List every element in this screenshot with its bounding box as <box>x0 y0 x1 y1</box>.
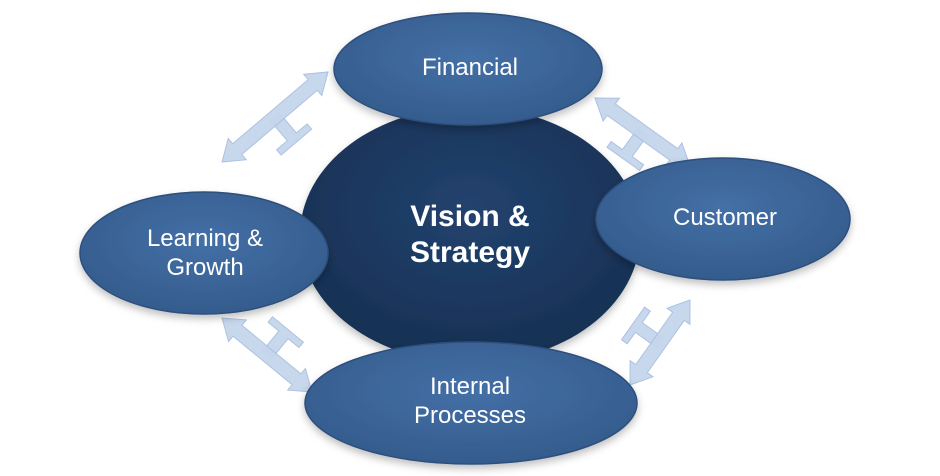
connector-tee <box>269 112 313 156</box>
center-title-line-1: Vision & <box>410 200 530 233</box>
internal-node <box>304 341 638 465</box>
double-arrow <box>221 317 313 393</box>
customer-node <box>595 157 851 281</box>
center-circle <box>300 107 640 363</box>
learning-growth-label: Learning & Growth <box>100 222 310 286</box>
connector-arrows <box>221 71 691 393</box>
connector-learning-financial <box>221 71 329 163</box>
financial-label-text: Financial <box>421 53 519 81</box>
internal-label-line-2: Processes <box>413 402 527 429</box>
double-arrow <box>594 97 691 167</box>
connector-financial-customer <box>594 97 691 172</box>
connector-tee <box>606 127 649 172</box>
connector-customer-internal <box>620 299 691 386</box>
connector-tee <box>261 316 305 360</box>
internal-processes-label: Internal Processes <box>360 370 580 434</box>
center-title: Vision & Strategy <box>370 195 570 275</box>
internal-label-line-1: Internal <box>429 373 511 401</box>
learning-label-line-2: Growth <box>166 254 244 281</box>
financial-label: Financial <box>370 50 570 86</box>
center-title-line-2: Strategy <box>409 236 531 269</box>
learning-node <box>79 191 329 315</box>
double-arrow <box>629 299 691 386</box>
financial-node <box>333 12 603 126</box>
learning-label-line-1: Learning & <box>146 225 264 253</box>
connector-internal-learning <box>221 316 313 393</box>
double-arrow <box>221 71 329 163</box>
customer-label-text: Customer <box>672 203 778 231</box>
connector-tee <box>620 306 665 349</box>
customer-label: Customer <box>620 200 830 236</box>
